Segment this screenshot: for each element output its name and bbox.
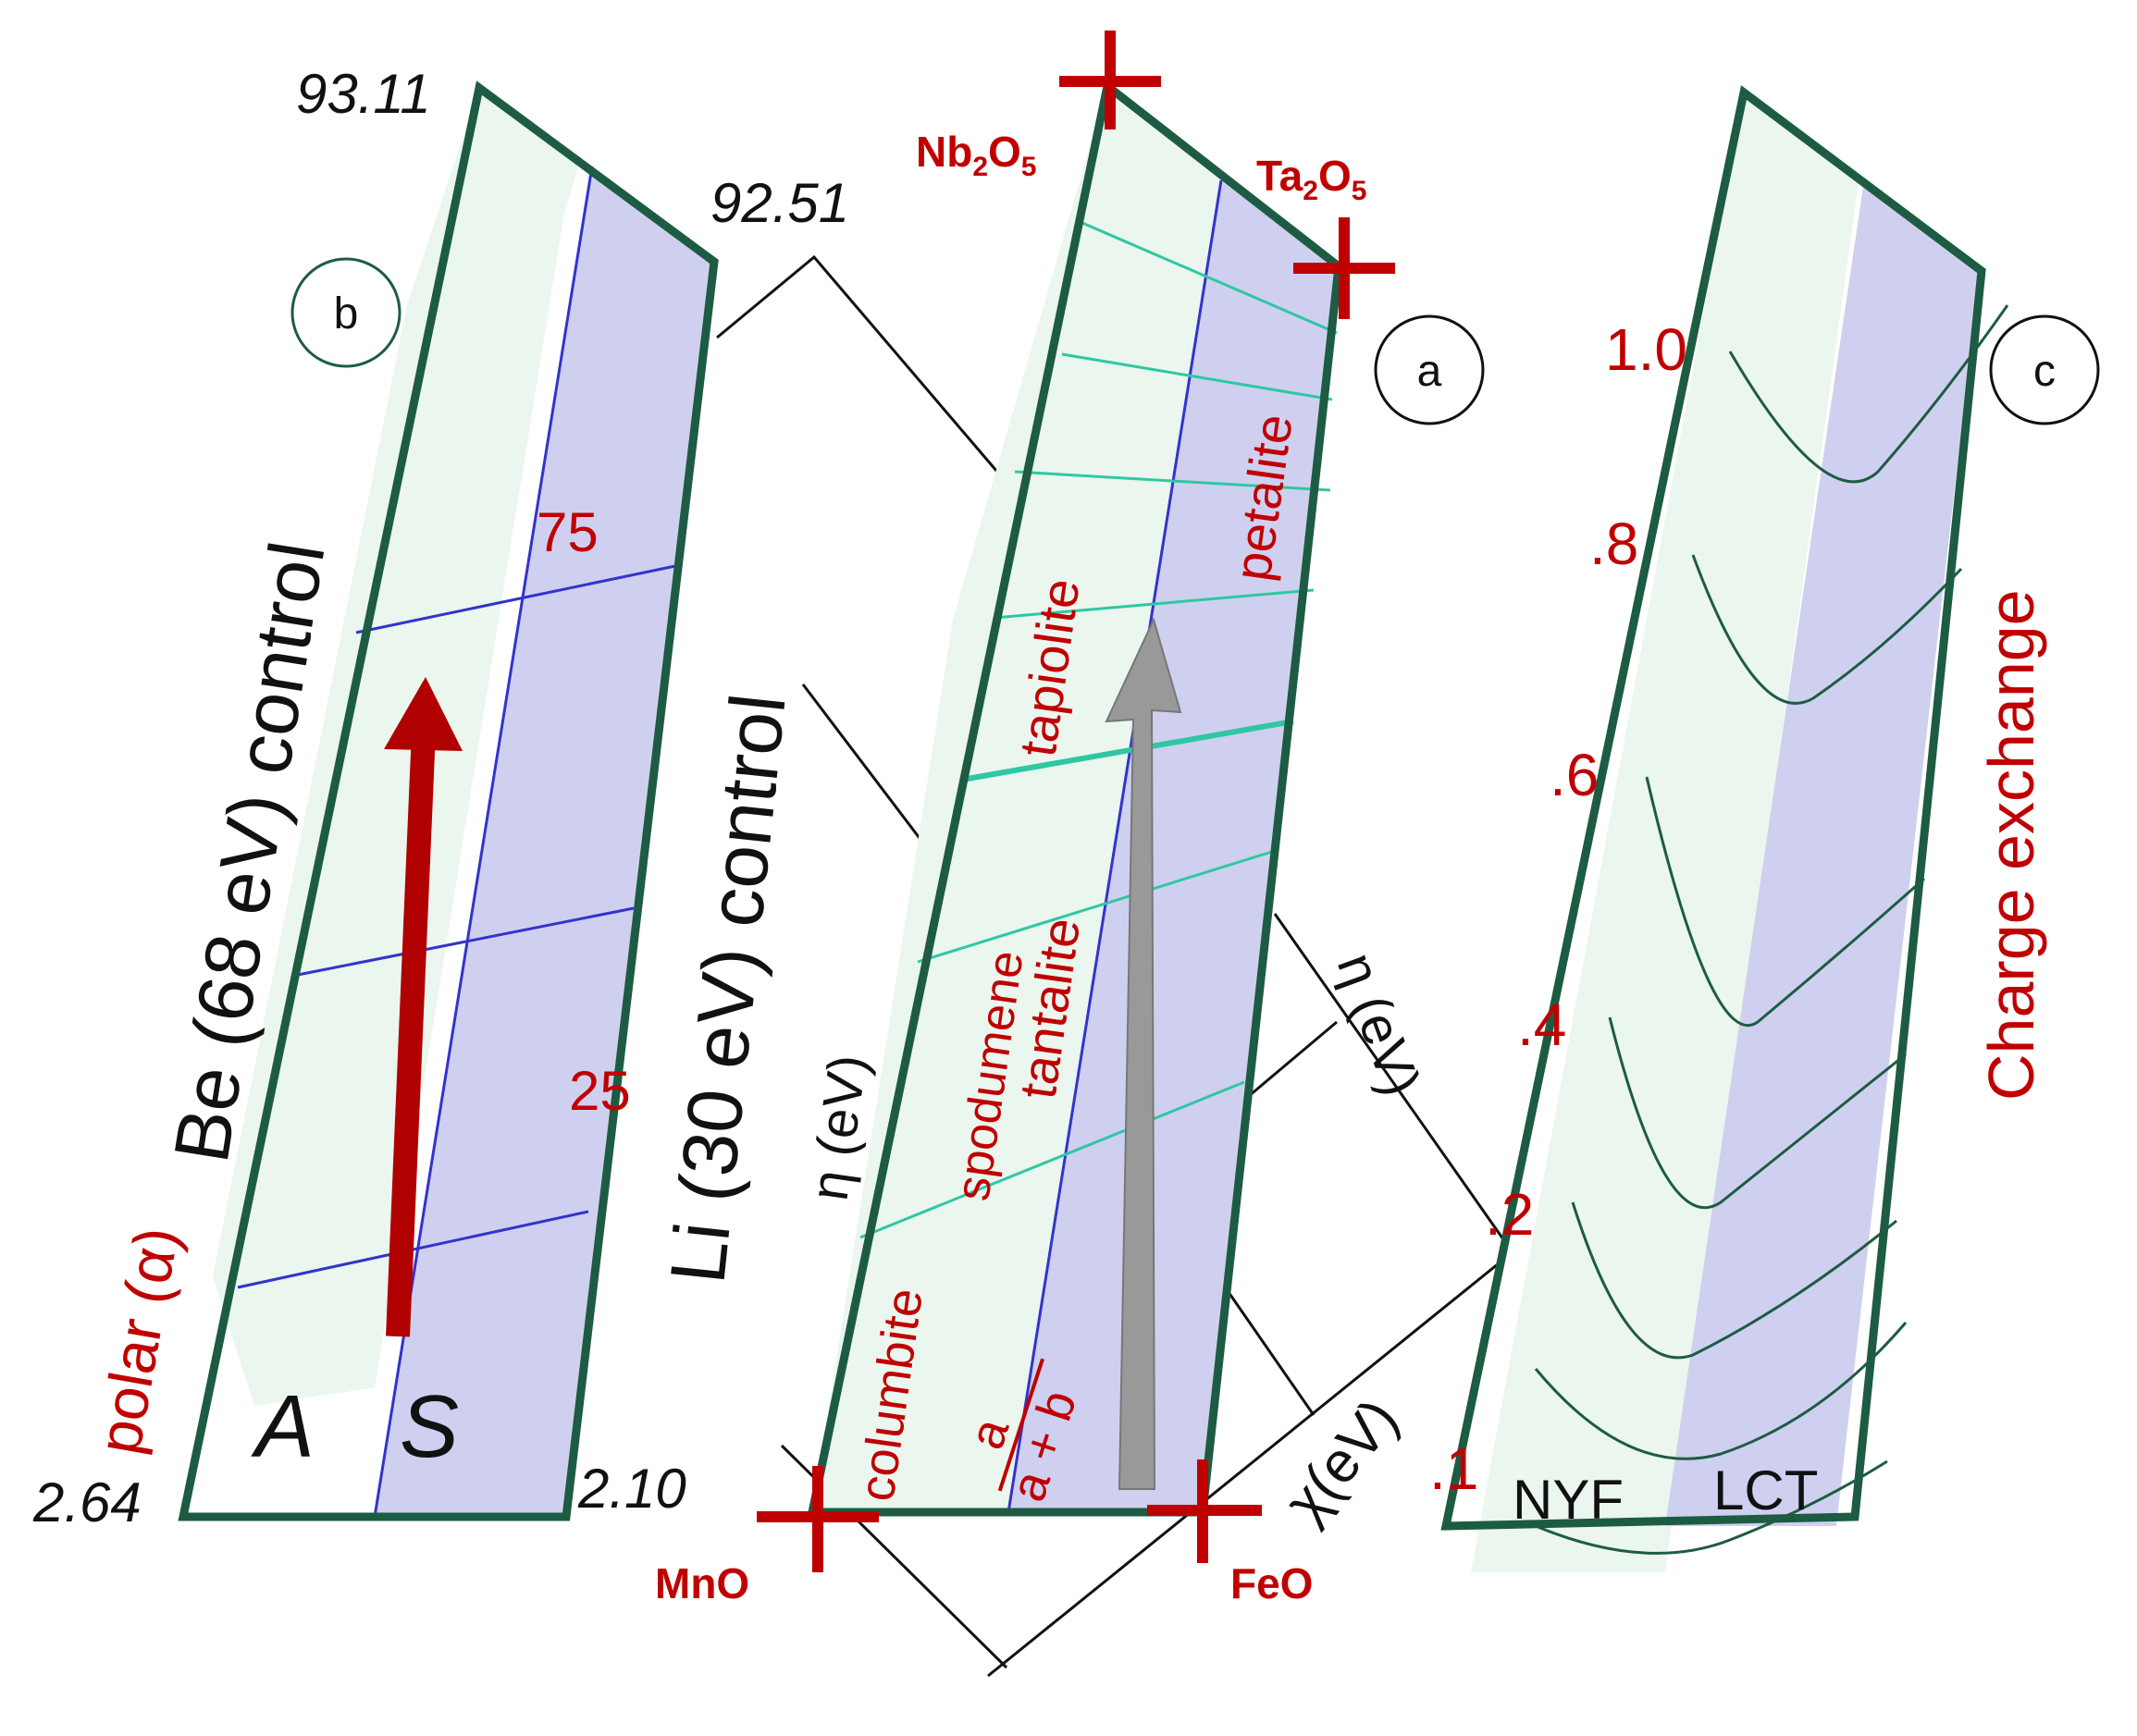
panel-c-tick-0-4: .4	[1517, 991, 1566, 1058]
panel-b-corner-top-right: 92.51	[710, 172, 849, 234]
panel-b-circle	[290, 257, 401, 368]
panel-a-tie-line	[1075, 218, 1338, 335]
panel-b-frame	[178, 80, 719, 1521]
panel-c-circle	[1989, 314, 2100, 425]
panel-a-tie-line	[917, 849, 1276, 964]
panel-b-contour-25-label: 25	[569, 1060, 631, 1122]
panel-b-contour-75	[355, 564, 676, 634]
connector-li-axis	[801, 683, 938, 861]
charge-curve	[1571, 1201, 1897, 1360]
panel-a-field-s-shade	[1008, 180, 1339, 1512]
panel-c: c 1.0 .8 .6 .4 .2 .1 NYF LCT Charge exch…	[1429, 85, 2100, 1572]
panel-c-tick-1-0: 1.0	[1605, 316, 1687, 383]
panel-b: b 93.11 92.51 2.64 2.10 75 25 A S Be (68…	[32, 63, 849, 1533]
label-mno: MnO	[655, 1559, 749, 1607]
panel-a-tie-line	[1014, 470, 1331, 492]
panel-a-circle	[1374, 314, 1485, 425]
charge-curve	[1728, 304, 2009, 484]
panel-b-red-arrow-shaft	[386, 730, 436, 1337]
panel-a-crosses	[757, 31, 1395, 1572]
connector-chi-main	[987, 1258, 1504, 1678]
label-ta2o5: Ta2O5	[1256, 152, 1366, 206]
panel-b-corner-top-left: 93.11	[296, 63, 431, 125]
panel-c-frame	[1440, 85, 1986, 1531]
panel-b-circle-label: b	[334, 289, 359, 339]
eta-right-label: η (eV)	[1326, 945, 1432, 1103]
panel-c-field-a-shade	[1471, 92, 1859, 1572]
panel-a-tie-line	[994, 588, 1315, 620]
panel-b-contour-mid	[297, 906, 635, 977]
panel-c-curves	[1534, 304, 2009, 1555]
panel-b-corner-bottom-left: 2.64	[32, 1471, 142, 1533]
panel-a-tie-lines	[859, 218, 1338, 1239]
panel-a-field-a-shade	[812, 86, 1221, 1512]
panel-c-tick-0-1: .1	[1429, 1435, 1478, 1502]
charge-curve	[1691, 554, 1963, 705]
panel-c-label-lct: LCT	[1713, 1459, 1818, 1521]
panel-b-corner-bottom-right: 2.10	[577, 1458, 686, 1520]
panel-c-tick-0-2: .2	[1485, 1181, 1534, 1248]
panel-b-field-s-shade	[375, 166, 714, 1517]
panel-c-axis-title: Charge exchange	[1975, 589, 2047, 1101]
label-nb2o5: Nb2O5	[916, 128, 1036, 182]
panel-b-axis-right: Li (30 eV) control	[653, 690, 801, 1287]
charge-curve	[1645, 776, 1925, 1028]
panel-c-tick-0-8: .8	[1589, 511, 1638, 577]
panel-a: Nb2O5 Ta2O5 MnO FeO a petalite tapiolite…	[655, 31, 1485, 1607]
panel-a-gray-arrow	[1105, 617, 1182, 1490]
panel-b-red-arrow-head	[384, 677, 463, 751]
panel-c-field-s-shade	[1665, 180, 1980, 1526]
panel-b-contour-75-label: 75	[537, 501, 599, 563]
charge-curve	[1608, 1016, 1907, 1210]
panel-a-blue-divider	[1007, 179, 1223, 1513]
panel-a-tie-line	[859, 1080, 1245, 1239]
charge-curve	[1535, 1459, 1888, 1555]
label-feo: FeO	[1230, 1559, 1313, 1607]
panel-c-tick-0-6: .6	[1550, 742, 1599, 808]
charge-curve	[1534, 1322, 1908, 1460]
panel-a-tie-line-bold	[961, 719, 1294, 782]
connector-eta-right	[1273, 913, 1505, 1240]
panel-b-field-s-label: S	[400, 1377, 459, 1476]
connector-eta-tick	[1248, 1020, 1338, 1098]
chi-label: χ(eV)	[1273, 1387, 1411, 1534]
connector-92-51	[716, 254, 1015, 491]
panel-c-circle-label: c	[2033, 347, 2056, 396]
panel-b-polar-label: polar (α)	[84, 1222, 191, 1459]
panel-c-label-nyf: NYF	[1513, 1469, 1624, 1531]
ratio-bar	[997, 1358, 1044, 1492]
panel-b-field-a-label: A	[251, 1377, 315, 1476]
panel-a-tie-line	[1061, 352, 1333, 401]
panel-a-circle-label: a	[1417, 347, 1442, 396]
